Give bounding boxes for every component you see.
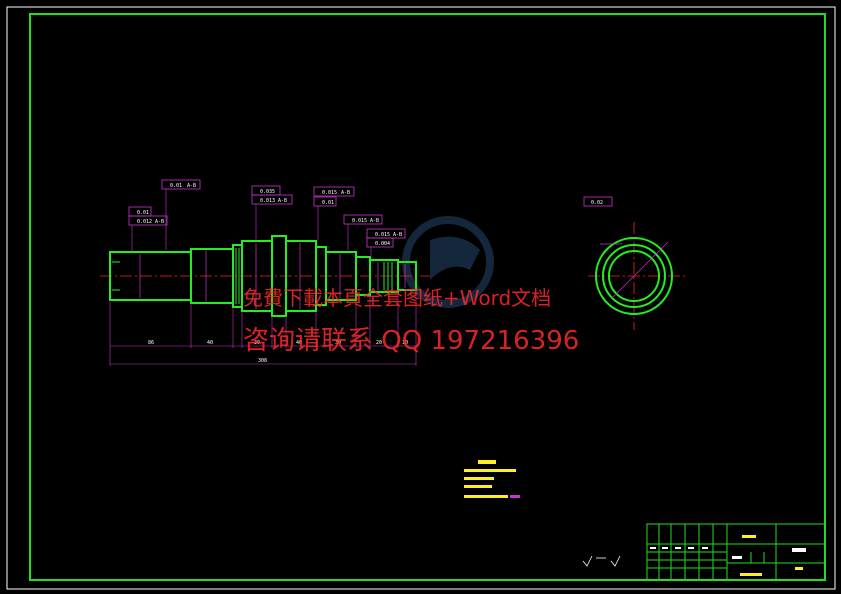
tol-1: 0.01 [170,183,182,189]
title-block-text [650,535,806,576]
tol-9: 0.015 [375,232,390,238]
tolerance-frames [128,179,613,248]
title-block [646,523,826,581]
diameter-dimensions [139,243,406,309]
tol-5: 0.01 [322,200,334,206]
roughness-symbol [582,555,621,567]
tol-3: 0.013 [260,198,275,204]
tol-1-ref: A-B [187,183,196,189]
drawing-frame [29,13,826,581]
tolerance-values: 0.01 A-B 0.01 0.012 A-B 0.035 0.013 A-B … [137,183,603,247]
extension-lines [109,290,417,366]
dim-seg6: 20 [376,340,382,346]
shaft-main-view [109,235,417,317]
dim-overall: 308 [258,358,267,364]
dim-seg1: 86 [148,340,154,346]
tol-9-ref: A-B [393,232,402,238]
tol-10: 0.004 [375,241,390,247]
tol-4: 0.015 [322,190,337,196]
tol-8: 0.015 [352,218,367,224]
spline-details [112,248,393,304]
tol-6: 0.01 [137,210,149,216]
watermark-line-1: 免費下載本頁全套图纸+Word文档 [243,286,552,310]
tol-2: 0.035 [260,189,275,195]
technical-requirements [464,460,520,498]
dim-seg4: 40 [296,340,302,346]
tol-7: 0.012 [137,219,152,225]
tol-7-ref: A-B [155,219,164,225]
dim-seg5: 30 [335,340,341,346]
tol-4-ref: A-B [341,190,350,196]
dim-seg3: 30 [254,340,260,346]
watermark-line-2: 咨询请联系 QQ 197216396 [243,326,580,356]
sheet-outer-border [6,6,836,590]
tol-8-ref: A-B [370,218,379,224]
tol-3-ref: A-B [278,198,287,204]
dim-seg7: 10 [402,340,408,346]
dim-seg2: 40 [207,340,213,346]
tol-11: 0.02 [591,200,603,206]
dimension-labels: 86 40 30 40 30 20 10 308 [148,340,408,364]
leader-lines [131,189,372,258]
cross-section-view [588,222,688,330]
